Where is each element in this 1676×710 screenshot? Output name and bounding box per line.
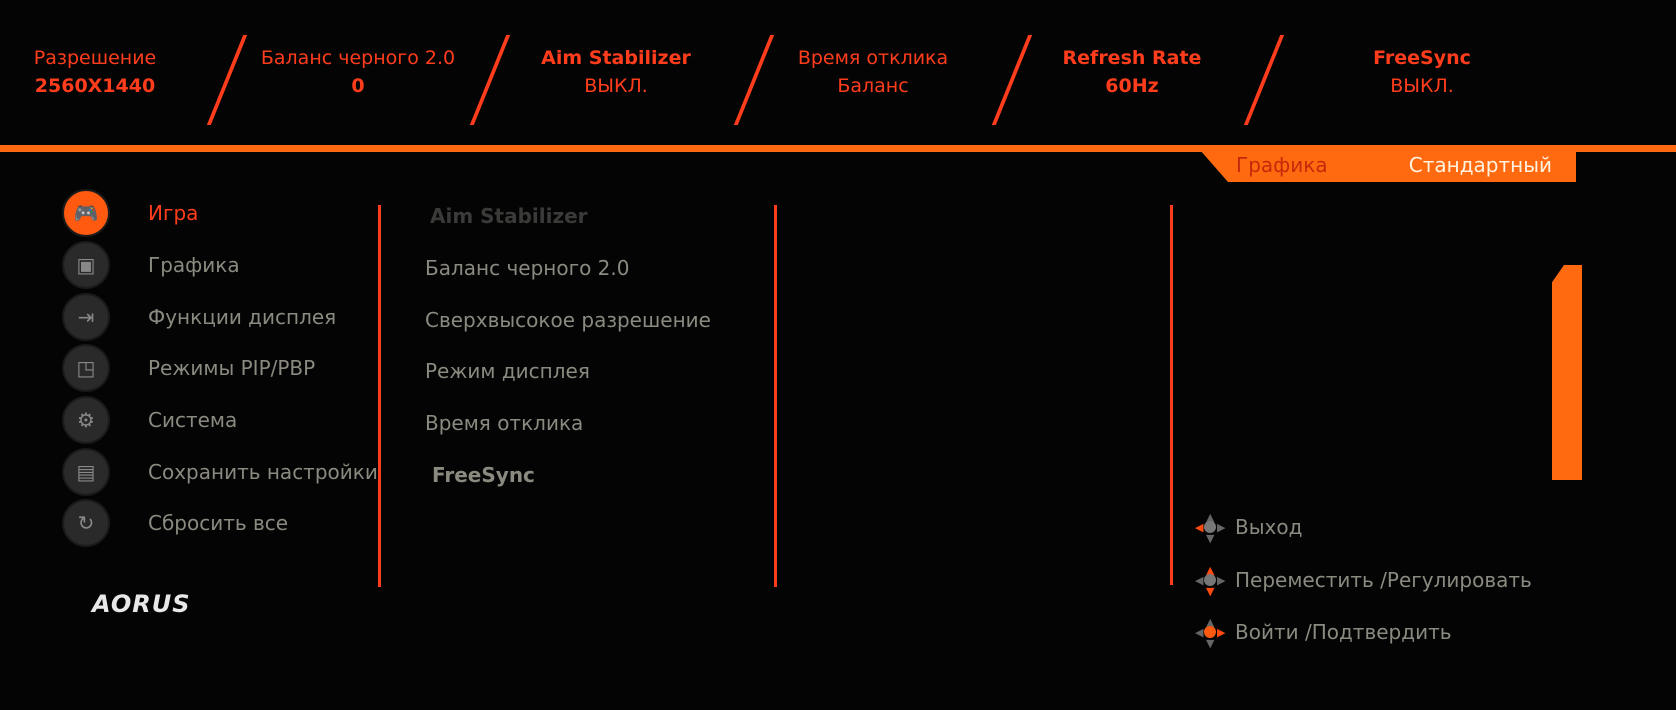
hint-enter: ▲◀▶▼ Войти /Подтвердить xyxy=(1195,616,1452,650)
side-scroll-tab[interactable] xyxy=(1552,265,1582,480)
status-value: ВЫКЛ. xyxy=(584,75,648,97)
column-divider xyxy=(1170,205,1173,585)
submenu-black-equalizer[interactable]: Баланс черного 2.0 xyxy=(425,256,630,280)
column-divider xyxy=(378,205,381,587)
sidebar-item-label: Режимы PIP/PBP xyxy=(148,356,316,380)
status-value: 0 xyxy=(351,75,365,97)
status-value: 2560X1440 xyxy=(34,75,156,97)
hint-label: Выход xyxy=(1235,515,1303,539)
joystick-left-icon: ▲◀▶▼ xyxy=(1195,511,1226,545)
sidebar-item-label: Система xyxy=(148,408,238,432)
status-label: FreeSync xyxy=(1373,47,1471,69)
submenu-response-time[interactable]: Время отклика xyxy=(425,411,584,435)
sidebar-item[interactable]: ⚙ Система xyxy=(62,396,238,444)
status-label: Refresh Rate xyxy=(1062,47,1202,69)
status-value: Баланс xyxy=(837,75,909,97)
status-value: 60Hz xyxy=(1105,75,1159,97)
tab-category: Графика xyxy=(1236,153,1328,177)
hint-exit: ▲◀▶▼ Выход xyxy=(1195,511,1303,545)
input-icon: ⇥ xyxy=(62,293,110,341)
sidebar-item[interactable]: ↻ Сбросить все xyxy=(62,499,289,547)
submenu-aim-stabilizer[interactable]: Aim Stabilizer xyxy=(430,204,588,228)
reset-icon: ↻ xyxy=(62,499,110,547)
status-label: Время отклика xyxy=(797,47,949,69)
sidebar-item-label: Игра xyxy=(148,201,199,225)
status-value: ВЫКЛ. xyxy=(1390,75,1454,97)
accent-bar xyxy=(0,145,1676,152)
hint-label: Войти /Подтвердить xyxy=(1235,620,1452,644)
image-icon: ▣ xyxy=(62,241,110,289)
sidebar-item-label: Сохранить настройки xyxy=(148,460,378,484)
sidebar-item[interactable]: ◳ Режимы PIP/PBP xyxy=(62,344,316,392)
hint-label: Переместить /Регулировать xyxy=(1235,568,1532,592)
submenu-freesync[interactable]: FreeSync xyxy=(432,463,535,487)
tab-mode: Стандартный xyxy=(1408,153,1552,177)
sidebar-item[interactable]: ⇥ Функции дисплея xyxy=(62,293,337,341)
save-icon: ▤ xyxy=(62,448,110,496)
submenu-display-mode[interactable]: Режим дисплея xyxy=(425,359,590,383)
sidebar-item-label: Графика xyxy=(148,253,240,277)
mode-tab: Графика Стандартный xyxy=(1200,150,1576,182)
joystick-press-icon: ▲◀▶▼ xyxy=(1195,616,1226,650)
aorus-logo: AORUS xyxy=(92,590,191,618)
pip-icon: ◳ xyxy=(62,344,110,392)
hint-move: ▲◀▶▼ Переместить /Регулировать xyxy=(1195,564,1532,598)
sidebar-item-label: Функции дисплея xyxy=(148,305,337,329)
joystick-updown-icon: ▲◀▶▼ xyxy=(1195,564,1226,598)
status-black-equalizer: Баланс черного 2.0 0 xyxy=(238,44,478,100)
sidebar-item[interactable]: ▤ Сохранить настройки xyxy=(62,448,378,496)
sidebar-item[interactable]: 🎮 Игра xyxy=(62,189,199,237)
submenu-super-resolution[interactable]: Сверхвысокое разрешение xyxy=(425,308,711,332)
sidebar-item-label: Сбросить все xyxy=(148,511,289,535)
status-resolution: Разрешение 2560X1440 xyxy=(0,44,215,100)
status-label: Баланс черного 2.0 xyxy=(260,47,456,69)
sidebar-item[interactable]: ▣ Графика xyxy=(62,241,240,289)
status-label: Aim Stabilizer xyxy=(541,47,691,69)
gamepad-icon: 🎮 xyxy=(62,189,110,237)
status-label: Разрешение xyxy=(33,47,157,69)
column-divider xyxy=(774,205,777,587)
gear-icon: ⚙ xyxy=(62,396,110,444)
status-refresh-rate: Refresh Rate 60Hz xyxy=(1012,44,1252,100)
